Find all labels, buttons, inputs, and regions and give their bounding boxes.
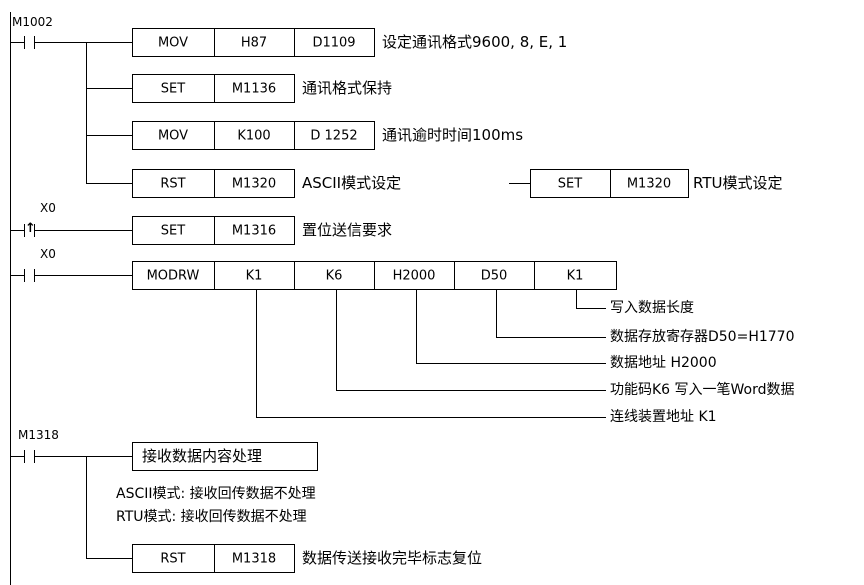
modrw-arg-function: K6 xyxy=(325,268,343,284)
note-rtu: RTU模式: 接收回传数据不处理 xyxy=(116,509,307,525)
comment-ascii-mode: ASCII模式设定 xyxy=(302,174,402,192)
annotation-function: 功能码K6 写入一笔Word数据 xyxy=(610,382,795,398)
set-dev-alt: M1320 xyxy=(626,176,672,192)
mov-dst-2: D 1252 xyxy=(310,128,358,144)
process-box-label: 接收数据内容处理 xyxy=(142,447,263,465)
instr-rst-m1320 xyxy=(132,169,295,198)
instr-modrw xyxy=(132,261,617,290)
rst-dev-2: M1318 xyxy=(231,551,277,567)
mov-src-2: K100 xyxy=(237,128,271,144)
rung-4 xyxy=(10,442,318,573)
comment-rtu-mode: RTU模式设定 xyxy=(693,174,783,192)
modrw-op: MODRW xyxy=(146,268,200,284)
rung-2 xyxy=(10,216,295,245)
leader-length xyxy=(576,290,606,309)
note-ascii: ASCII模式: 接收回传数据不处理 xyxy=(116,486,316,502)
mov-src: H87 xyxy=(240,35,268,51)
instr-mov-d1109 xyxy=(132,28,375,57)
set-op: SET xyxy=(160,81,186,97)
rung-1 xyxy=(10,28,689,198)
set-op-alt: SET xyxy=(557,176,583,192)
set-dev-3: M1316 xyxy=(231,223,277,239)
rst-dev: M1320 xyxy=(231,176,277,192)
comment-flag-reset: 数据传送接收完毕标志复位 xyxy=(302,549,483,567)
rising-edge-arrow-icon: ↑ xyxy=(25,221,36,236)
set-op-3: SET xyxy=(160,223,186,239)
modrw-arg-register: D50 xyxy=(480,268,508,284)
process-box xyxy=(132,442,318,471)
annotation-station: 连线装置地址 K1 xyxy=(610,409,717,425)
comment-send-request: 置位送信要求 xyxy=(302,221,393,239)
leader-function xyxy=(336,290,606,391)
annotation-address: 数据地址 H2000 xyxy=(610,355,717,371)
instr-set-m1136 xyxy=(132,74,295,103)
modrw-arg-station: K1 xyxy=(245,268,263,284)
instr-set-m1316 xyxy=(132,216,295,245)
annotation-register: 数据存放寄存器D50=H1770 xyxy=(610,329,795,345)
rst-op: RST xyxy=(160,176,186,192)
contact-x0-label: X0 xyxy=(40,201,56,215)
contact-x0-label-2: X0 xyxy=(40,247,56,261)
comment-timeout: 通讯逾时时间100ms xyxy=(382,126,524,144)
leader-address xyxy=(416,290,606,364)
instr-set-m1320 xyxy=(530,169,689,198)
mov-op-2: MOV xyxy=(157,128,189,144)
leader-station xyxy=(256,290,606,418)
rung-3 xyxy=(10,261,617,418)
contact-m1002-label: M1002 xyxy=(12,15,53,29)
comment-format-hold: 通讯格式保持 xyxy=(302,79,393,97)
instr-rst-m1318 xyxy=(132,544,295,573)
rst-op-2: RST xyxy=(160,551,186,567)
mov-op: MOV xyxy=(157,35,189,51)
comment-comm-format: 设定通讯格式9600, 8, E, 1 xyxy=(382,33,568,51)
leader-register xyxy=(496,290,606,338)
contact-m1318-label: M1318 xyxy=(18,428,59,442)
modrw-arg-length: K1 xyxy=(566,268,584,284)
set-dev: M1136 xyxy=(231,81,277,97)
annotation-length: 写入数据长度 xyxy=(610,300,694,316)
mov-dst: D1109 xyxy=(312,35,356,51)
modrw-arg-address: H2000 xyxy=(392,268,436,284)
instr-mov-d1252 xyxy=(132,121,375,150)
